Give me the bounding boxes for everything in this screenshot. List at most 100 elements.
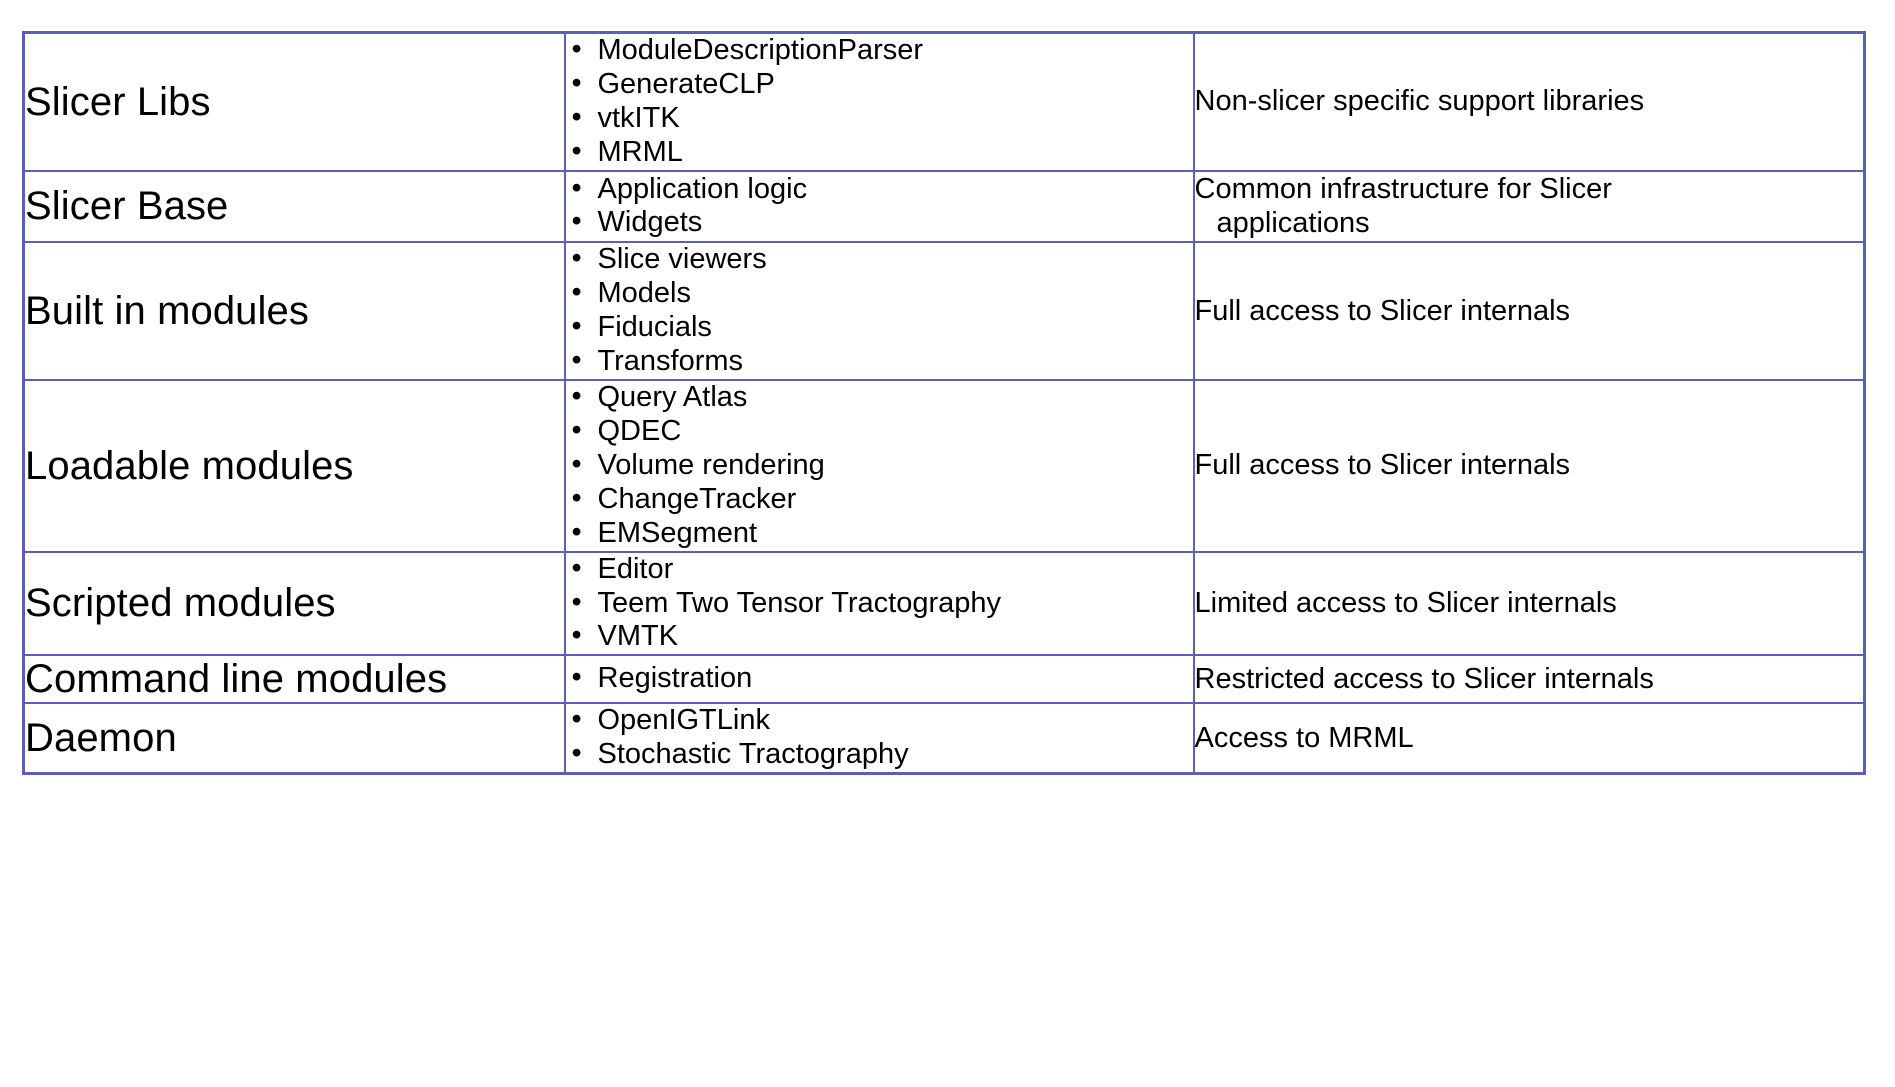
bullet-icon: • bbox=[571, 310, 582, 343]
list-item: • ChangeTracker bbox=[566, 481, 1193, 517]
list-item-label: Teem Two Tensor Tractography bbox=[597, 586, 1002, 619]
bullet-icon: • bbox=[571, 551, 582, 584]
table-row: Built in modules•Slice viewers•Models•Fi… bbox=[22, 241, 1866, 381]
list-item-label: EMSegment bbox=[597, 516, 758, 549]
list-item-label: ChangeTracker bbox=[597, 482, 797, 515]
component-list: •Slice viewers•Models•Fiducials•Transfor… bbox=[566, 242, 1193, 379]
access-description-text: Full access to Slicer internals bbox=[1195, 448, 1864, 483]
list-item: • Teem Two Tensor Tractography bbox=[566, 585, 1193, 621]
list-item-label: Widgets bbox=[597, 206, 703, 239]
bullet-icon: • bbox=[571, 515, 582, 548]
access-description-line-1: Common infrastructure for Slicer bbox=[1194, 172, 1612, 205]
list-item: • Fiducials bbox=[566, 310, 1193, 345]
components-cell: • OpenIGTLink • Stochastic Tractography bbox=[563, 702, 1195, 775]
bullet-icon: • bbox=[571, 703, 582, 736]
list-item-label: Transforms bbox=[597, 345, 744, 378]
access-description-cell: Full access to Slicer internals bbox=[1192, 241, 1866, 381]
list-item-label: Volume rendering bbox=[597, 448, 825, 481]
list-item: • EMSegment bbox=[566, 515, 1193, 551]
access-description-line-2: applications bbox=[1216, 207, 1370, 240]
list-item-label: VMTK bbox=[597, 620, 679, 653]
component-list: • Application logic • Widgets bbox=[566, 171, 1193, 241]
list-item: • Models bbox=[566, 276, 1193, 311]
list-item-label: Fiducials bbox=[597, 311, 712, 344]
access-description-line-1: Limited access to Slicer internals bbox=[1194, 587, 1617, 620]
list-item-label: GenerateCLP bbox=[597, 67, 775, 100]
list-item-label: Stochastic Tractography bbox=[597, 738, 909, 771]
list-item: • OpenIGTLink bbox=[566, 703, 1193, 738]
bullet-icon: • bbox=[571, 171, 582, 204]
component-list: •Registration bbox=[566, 661, 1193, 696]
bullet-icon: • bbox=[571, 205, 582, 238]
access-description-text: Full access to Slicer internals bbox=[1195, 294, 1864, 329]
bullet-icon: • bbox=[571, 134, 582, 167]
table-row: Daemon• OpenIGTLink • Stochastic Tractograp… bbox=[22, 702, 1866, 775]
list-item: • Editor bbox=[566, 551, 1193, 587]
list-item: • Widgets bbox=[566, 205, 1193, 240]
table-row: Slicer Base• Application logic • Widgets Com… bbox=[22, 169, 1866, 244]
list-item-label: Registration bbox=[597, 662, 753, 695]
access-description-line-1: Restricted access to Slicer internals bbox=[1194, 662, 1654, 695]
list-item-label: ModuleDescriptionParser bbox=[597, 34, 924, 66]
layer-name-cell: Slicer Base bbox=[22, 169, 566, 244]
layer-name-cell: Daemon bbox=[22, 702, 566, 775]
layer-name-cell: Scripted modules bbox=[22, 550, 566, 657]
access-description-text: Limited access to Slicer internals bbox=[1195, 586, 1864, 621]
access-description-cell: Access to MRML bbox=[1192, 702, 1866, 775]
layer-name-cell: Slicer Libs bbox=[22, 31, 566, 172]
list-item: • VMTK bbox=[566, 619, 1193, 654]
access-description-text: Access to MRML bbox=[1195, 721, 1864, 756]
list-item: • GenerateCLP bbox=[566, 66, 1193, 102]
table-row: Slicer Libs• ModuleDescriptionParser • Gene… bbox=[22, 31, 1866, 172]
access-description-cell: Restricted access to Slicer internals bbox=[1192, 654, 1866, 705]
list-item: • Stochastic Tractography bbox=[566, 737, 1193, 772]
list-item: • Transforms bbox=[566, 344, 1193, 379]
component-list: •Query Atlas•QDEC•Volume rendering•Chang… bbox=[566, 379, 1193, 551]
components-cell: • Editor • Teem Two Tensor Tractography • VMT… bbox=[563, 550, 1195, 657]
access-description-text: Non-slicer specific support libraries bbox=[1195, 84, 1864, 119]
list-item-label: QDEC bbox=[597, 414, 682, 447]
list-item: •MRML bbox=[566, 134, 1193, 170]
components-cell: •Registration bbox=[563, 654, 1195, 705]
access-description-line-1: Access to MRML bbox=[1194, 721, 1414, 754]
list-item: • ModuleDescriptionParser bbox=[566, 33, 1193, 68]
bullet-icon: • bbox=[571, 737, 582, 770]
bullet-icon: • bbox=[571, 413, 582, 446]
components-cell: • ModuleDescriptionParser • GenerateCLP•vtk… bbox=[563, 31, 1195, 172]
bullet-icon: • bbox=[571, 619, 582, 652]
layer-name-cell: Command line modules bbox=[22, 654, 566, 705]
access-description-cell: Limited access to Slicer internals bbox=[1192, 550, 1866, 657]
bullet-icon: • bbox=[571, 344, 582, 377]
list-item: • Application logic bbox=[566, 171, 1193, 207]
bullet-icon: • bbox=[571, 66, 582, 99]
list-item-label: Editor bbox=[597, 552, 674, 585]
components-cell: •Query Atlas•QDEC•Volume rendering•Chang… bbox=[563, 378, 1195, 553]
layer-name-cell: Built in modules bbox=[22, 241, 566, 381]
list-item: •Slice viewers bbox=[566, 242, 1193, 277]
list-item-label: OpenIGTLink bbox=[597, 704, 770, 737]
table-body: Slicer Libs•ModuleDescriptionParser•Gene… bbox=[22, 31, 1866, 775]
list-item-label: Application logic bbox=[597, 172, 808, 205]
access-description-line-1: Non-slicer specific support libraries bbox=[1194, 85, 1645, 118]
bullet-icon: • bbox=[571, 276, 582, 309]
access-description-line-1: Full access to Slicer internals bbox=[1194, 449, 1571, 482]
list-item: •vtkITK bbox=[566, 100, 1193, 136]
components-cell: •Slice viewers•Models•Fiducials•Transfor… bbox=[563, 241, 1195, 381]
list-item-label: Models bbox=[597, 277, 692, 310]
bullet-icon: • bbox=[571, 585, 582, 618]
bullet-icon: • bbox=[571, 379, 582, 412]
access-description-cell: Full access to Slicer internals bbox=[1192, 378, 1866, 553]
slicer-architecture-table: Slicer Libs•ModuleDescriptionParser•Gene… bbox=[22, 31, 1866, 776]
list-item-label: Query Atlas bbox=[597, 380, 748, 413]
component-list: • OpenIGTLink • Stochastic Tractography bbox=[566, 703, 1193, 772]
bullet-icon: • bbox=[571, 481, 582, 514]
table-row: Scripted modules• Editor • Teem Two Tensor … bbox=[22, 550, 1866, 657]
bullet-icon: • bbox=[571, 33, 582, 65]
access-description-text: Restricted access to Slicer internals bbox=[1195, 662, 1864, 697]
bullet-icon: • bbox=[571, 100, 582, 133]
list-item: •Volume rendering bbox=[566, 448, 1193, 483]
